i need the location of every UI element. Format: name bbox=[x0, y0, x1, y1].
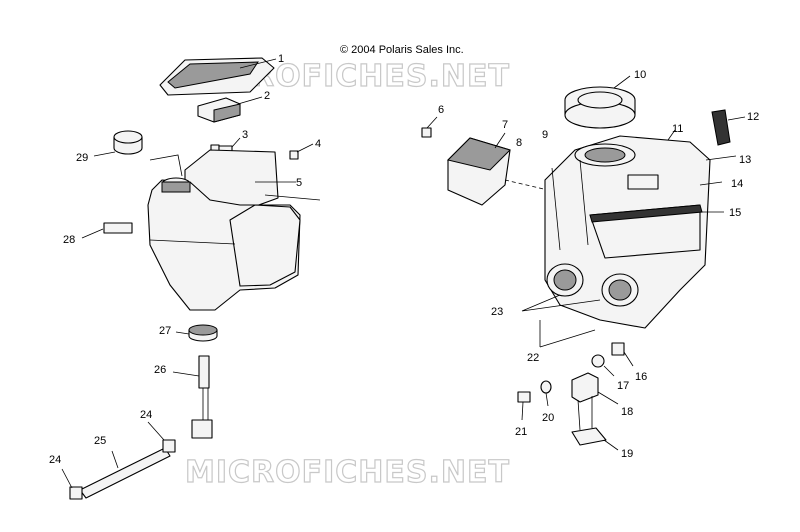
part-19-strap bbox=[571, 427, 619, 451]
part-16-nut bbox=[611, 342, 634, 367]
callout-23: 23 bbox=[491, 306, 503, 318]
copyright-text: © 2004 Polaris Sales Inc. bbox=[340, 44, 464, 56]
callout-5: 5 bbox=[296, 177, 302, 189]
callout-28: 28 bbox=[63, 234, 75, 246]
callout-24a: 24 bbox=[140, 409, 152, 421]
callout-15: 15 bbox=[729, 207, 741, 219]
callout-16: 16 bbox=[635, 371, 647, 383]
callout-24b: 24 bbox=[49, 454, 61, 466]
part-6-screw bbox=[421, 116, 438, 138]
callout-26: 26 bbox=[154, 364, 166, 376]
callout-20: 20 bbox=[542, 412, 554, 424]
part-4-nut bbox=[289, 143, 314, 160]
callout-22: 22 bbox=[527, 352, 539, 364]
callout-6: 6 bbox=[438, 104, 444, 116]
callout-21: 21 bbox=[515, 426, 527, 438]
part-24-clamp-b bbox=[61, 468, 83, 500]
part-17-washer bbox=[591, 354, 615, 377]
callout-18: 18 bbox=[621, 406, 633, 418]
callout-9: 9 bbox=[542, 129, 548, 141]
callout-11: 11 bbox=[672, 123, 683, 135]
part-1-cover bbox=[159, 57, 277, 96]
part-29-cap bbox=[93, 130, 183, 177]
callout-29: 29 bbox=[76, 152, 88, 164]
callout-10: 10 bbox=[634, 69, 646, 81]
part-10-ring bbox=[564, 75, 636, 129]
part-25-hose bbox=[79, 447, 171, 499]
part-7-module bbox=[447, 132, 549, 206]
callout-4: 4 bbox=[315, 138, 321, 150]
callout-7: 7 bbox=[502, 119, 508, 131]
callout-25: 25 bbox=[94, 435, 106, 447]
callout-19: 19 bbox=[621, 448, 633, 460]
part-28-label bbox=[81, 222, 133, 239]
callout-14: 14 bbox=[731, 178, 743, 190]
part-26-sender bbox=[172, 355, 213, 439]
callout-13: 13 bbox=[739, 154, 751, 166]
part-18-bracket bbox=[571, 372, 619, 431]
callout-3: 3 bbox=[242, 129, 248, 141]
part-21-bolt bbox=[517, 391, 531, 421]
callout-1: 1 bbox=[278, 53, 284, 65]
callout-2: 2 bbox=[264, 90, 270, 102]
callout-12: 12 bbox=[747, 111, 759, 123]
part-27-grommet bbox=[175, 324, 218, 342]
part-12-clip bbox=[711, 109, 746, 146]
part-5-tank bbox=[147, 149, 321, 311]
callout-8: 8 bbox=[516, 137, 522, 149]
callout-17: 17 bbox=[617, 380, 629, 392]
part-20-washer bbox=[540, 380, 552, 407]
callout-27: 27 bbox=[159, 325, 171, 337]
part-2-label bbox=[197, 96, 263, 123]
watermark-bottom: MICROFICHES.NET bbox=[185, 455, 510, 490]
part-airbox bbox=[521, 129, 737, 348]
part-24-clamp-a bbox=[147, 421, 176, 453]
